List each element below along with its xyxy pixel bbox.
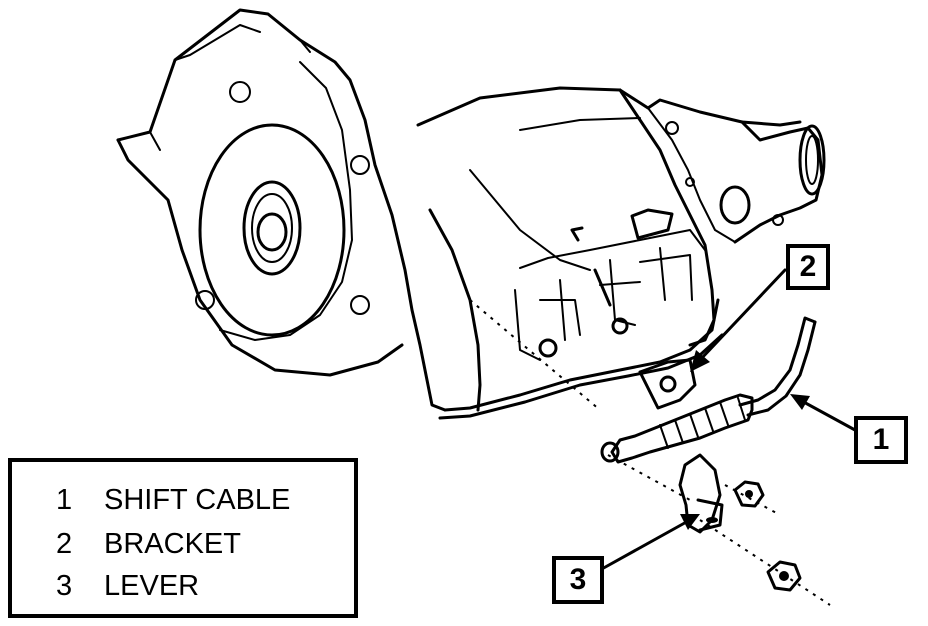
- leader-arrow-1: [790, 394, 857, 432]
- legend-item: 1 SHIFT CABLE: [56, 484, 290, 517]
- callout-1-label: 1: [872, 423, 890, 456]
- legend-text: BRACKET: [104, 528, 241, 560]
- legend: 1 SHIFT CABLE 2 BRACKET 3 LEVER: [8, 458, 358, 618]
- leader-arrow-3: [598, 514, 700, 572]
- legend-number: 2: [56, 528, 73, 560]
- callout-2-label: 2: [799, 250, 817, 283]
- torque-converter: [198, 123, 346, 337]
- nut-upper: [733, 480, 765, 508]
- legend-text: LEVER: [104, 570, 200, 602]
- legend-item: 3 LEVER: [56, 570, 199, 603]
- legend-number: 3: [56, 570, 73, 602]
- callout-2: 2: [786, 244, 830, 290]
- bracket: [469, 299, 697, 411]
- leader-arrow-2: [690, 268, 787, 372]
- callout-3-label: 3: [569, 563, 587, 596]
- nut-lower: [766, 560, 802, 592]
- bell-housing: [116, 8, 447, 412]
- callout-1: 1: [854, 416, 908, 464]
- legend-number: 1: [56, 484, 73, 516]
- legend-item: 2 BRACKET: [56, 528, 241, 561]
- legend-text: SHIFT CABLE: [104, 484, 291, 516]
- transmission-case: [416, 86, 826, 420]
- callout-3: 3: [552, 556, 604, 604]
- shift-cable: [600, 316, 817, 464]
